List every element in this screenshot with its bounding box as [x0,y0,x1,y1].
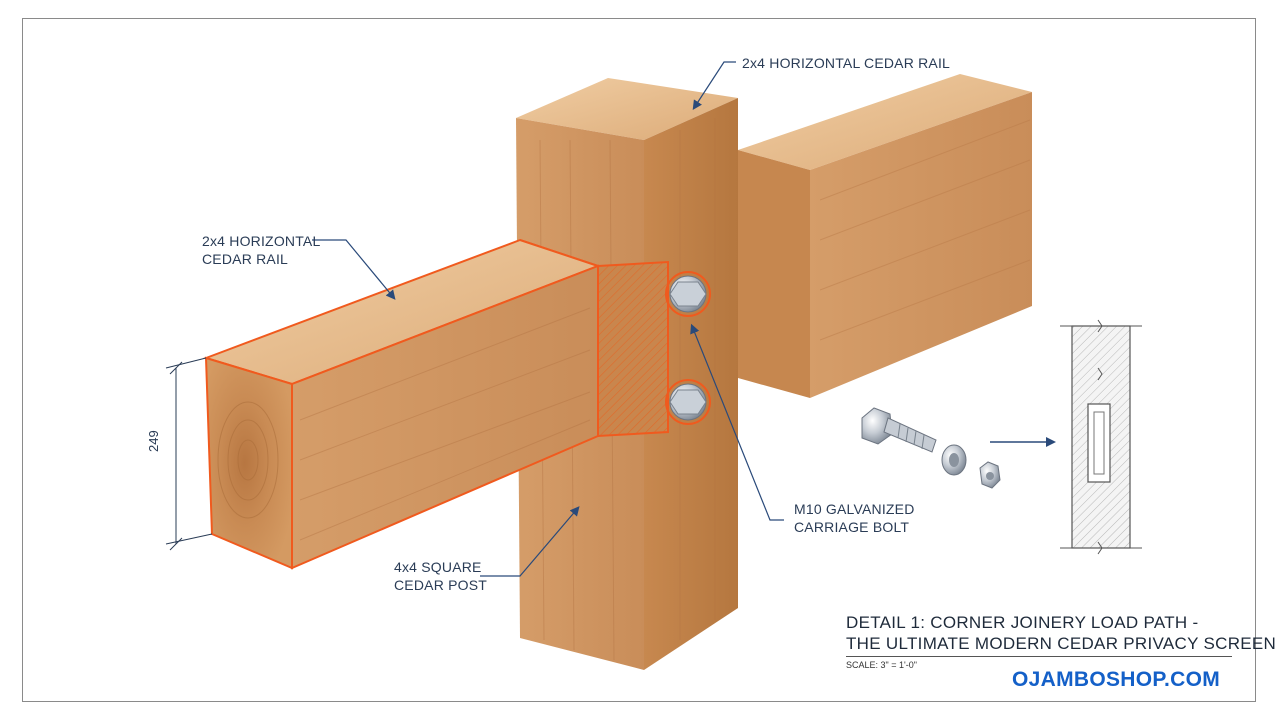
nut-icon [979,461,1001,489]
back-rail [738,74,1032,398]
dimension-line [165,357,213,551]
label-rail-left-line2: CEDAR RAIL [202,251,289,267]
label-rail-left-line1: 2x4 HORIZONTAL [202,233,321,249]
bolt-icon [861,407,937,453]
detail-title: DETAIL 1: CORNER JOINERY LOAD PATH - THE… [846,612,1276,654]
label-post-line1: 4x4 SQUARE [394,559,482,575]
washer-icon [941,444,967,476]
section-view [1060,319,1142,555]
title-rule [846,656,1232,657]
bolt-head-lower [665,379,711,425]
leader-lines [312,61,784,577]
detail-title-line1: DETAIL 1: CORNER JOINERY LOAD PATH - [846,613,1199,632]
front-rail [202,238,601,570]
label-bolt-line1: M10 GALVANIZED [794,501,915,517]
label-bolt-line2: CARRIAGE BOLT [794,519,910,535]
label-rail-top: 2x4 HORIZONTAL CEDAR RAIL [742,55,951,71]
arrow-right-icon [990,437,1056,447]
dimension-value: 249 [146,430,161,452]
bolt-head-upper [665,271,711,317]
detail-title-line2: THE ULTIMATE MODERN CEDAR PRIVACY SCREEN [846,634,1277,653]
scale-note: SCALE: 3" = 1'-0" [846,660,917,670]
brand-link[interactable]: OJAMBOSHOP.COM [1012,668,1221,691]
label-post-line2: CEDAR POST [394,577,488,593]
